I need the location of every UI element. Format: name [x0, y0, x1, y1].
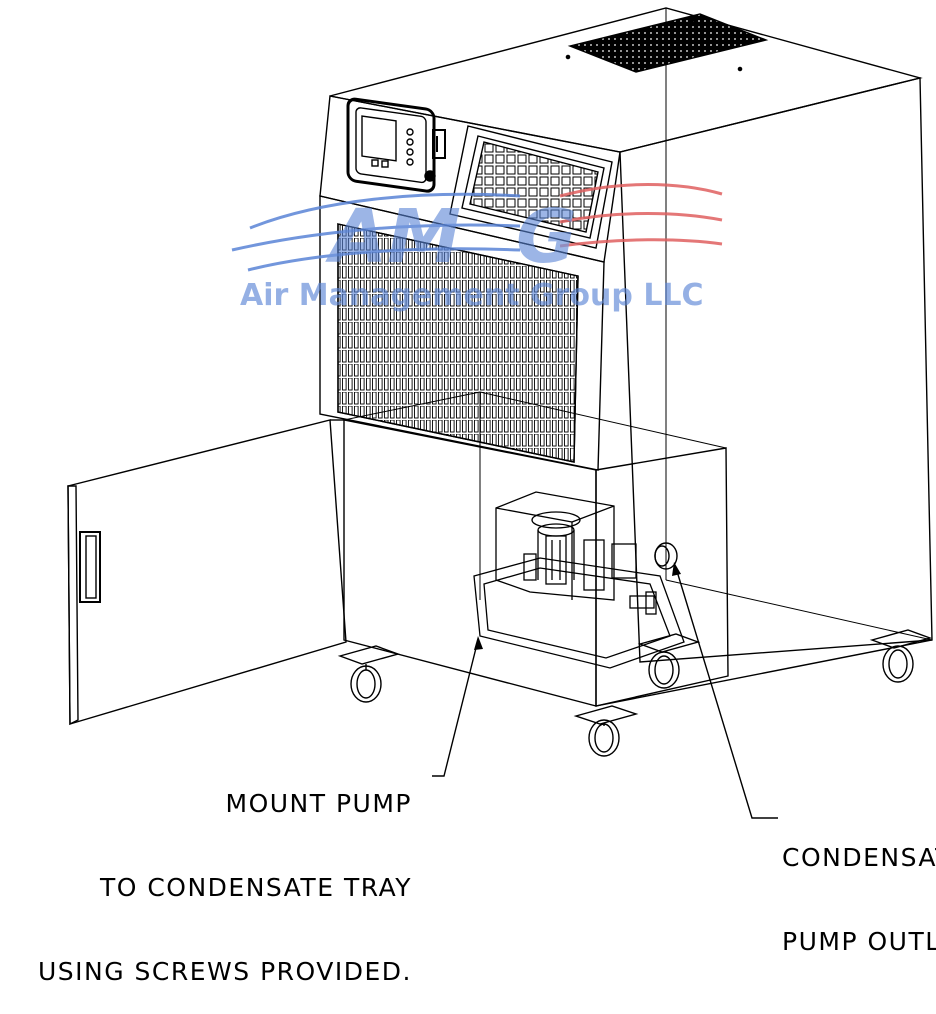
lower-cabinet — [343, 391, 933, 707]
caster-front-center — [573, 705, 639, 757]
svg-text:G: G — [516, 194, 577, 280]
leader-line-mount-pump — [432, 639, 479, 777]
callout-line: CONDENSATE — [782, 843, 936, 872]
callout-mount-pump: MOUNT PUMP TO CONDENSATE TRAY USING SCRE… — [38, 734, 412, 1014]
top-vent — [567, 13, 769, 73]
condensate-pump — [473, 491, 685, 669]
controller-display — [346, 97, 436, 193]
watermark-company-name: Air Management Group LLC — [240, 278, 704, 313]
indicator-light — [424, 170, 436, 182]
svg-text:AM: AM — [325, 194, 461, 280]
caster-rear-right — [869, 629, 933, 683]
front-face — [319, 195, 605, 471]
open-door — [67, 419, 347, 726]
exhaust-grille — [449, 125, 613, 249]
callout-line: TO CONDENSATE TRAY — [99, 873, 412, 902]
callout-condensate-pump-outlet: CONDENSATE PUMP OUTLET — [782, 788, 936, 984]
callout-line: MOUNT PUMP — [225, 789, 412, 818]
power-switch — [432, 129, 446, 159]
callout-line: USING SCREWS PROVIDED. — [38, 957, 412, 986]
leader-line-pump-outlet — [675, 567, 778, 819]
control-panel — [319, 95, 621, 263]
company-watermark: AM G Air Management Group LLC — [231, 183, 723, 313]
pump-outlet-fitting — [654, 542, 678, 570]
callout-line: PUMP OUTLET — [782, 927, 936, 956]
door-handle — [79, 531, 101, 603]
caster-front-left — [337, 645, 401, 703]
pump-installation-drawing: AM G Air Management Group LLC — [67, 7, 933, 819]
